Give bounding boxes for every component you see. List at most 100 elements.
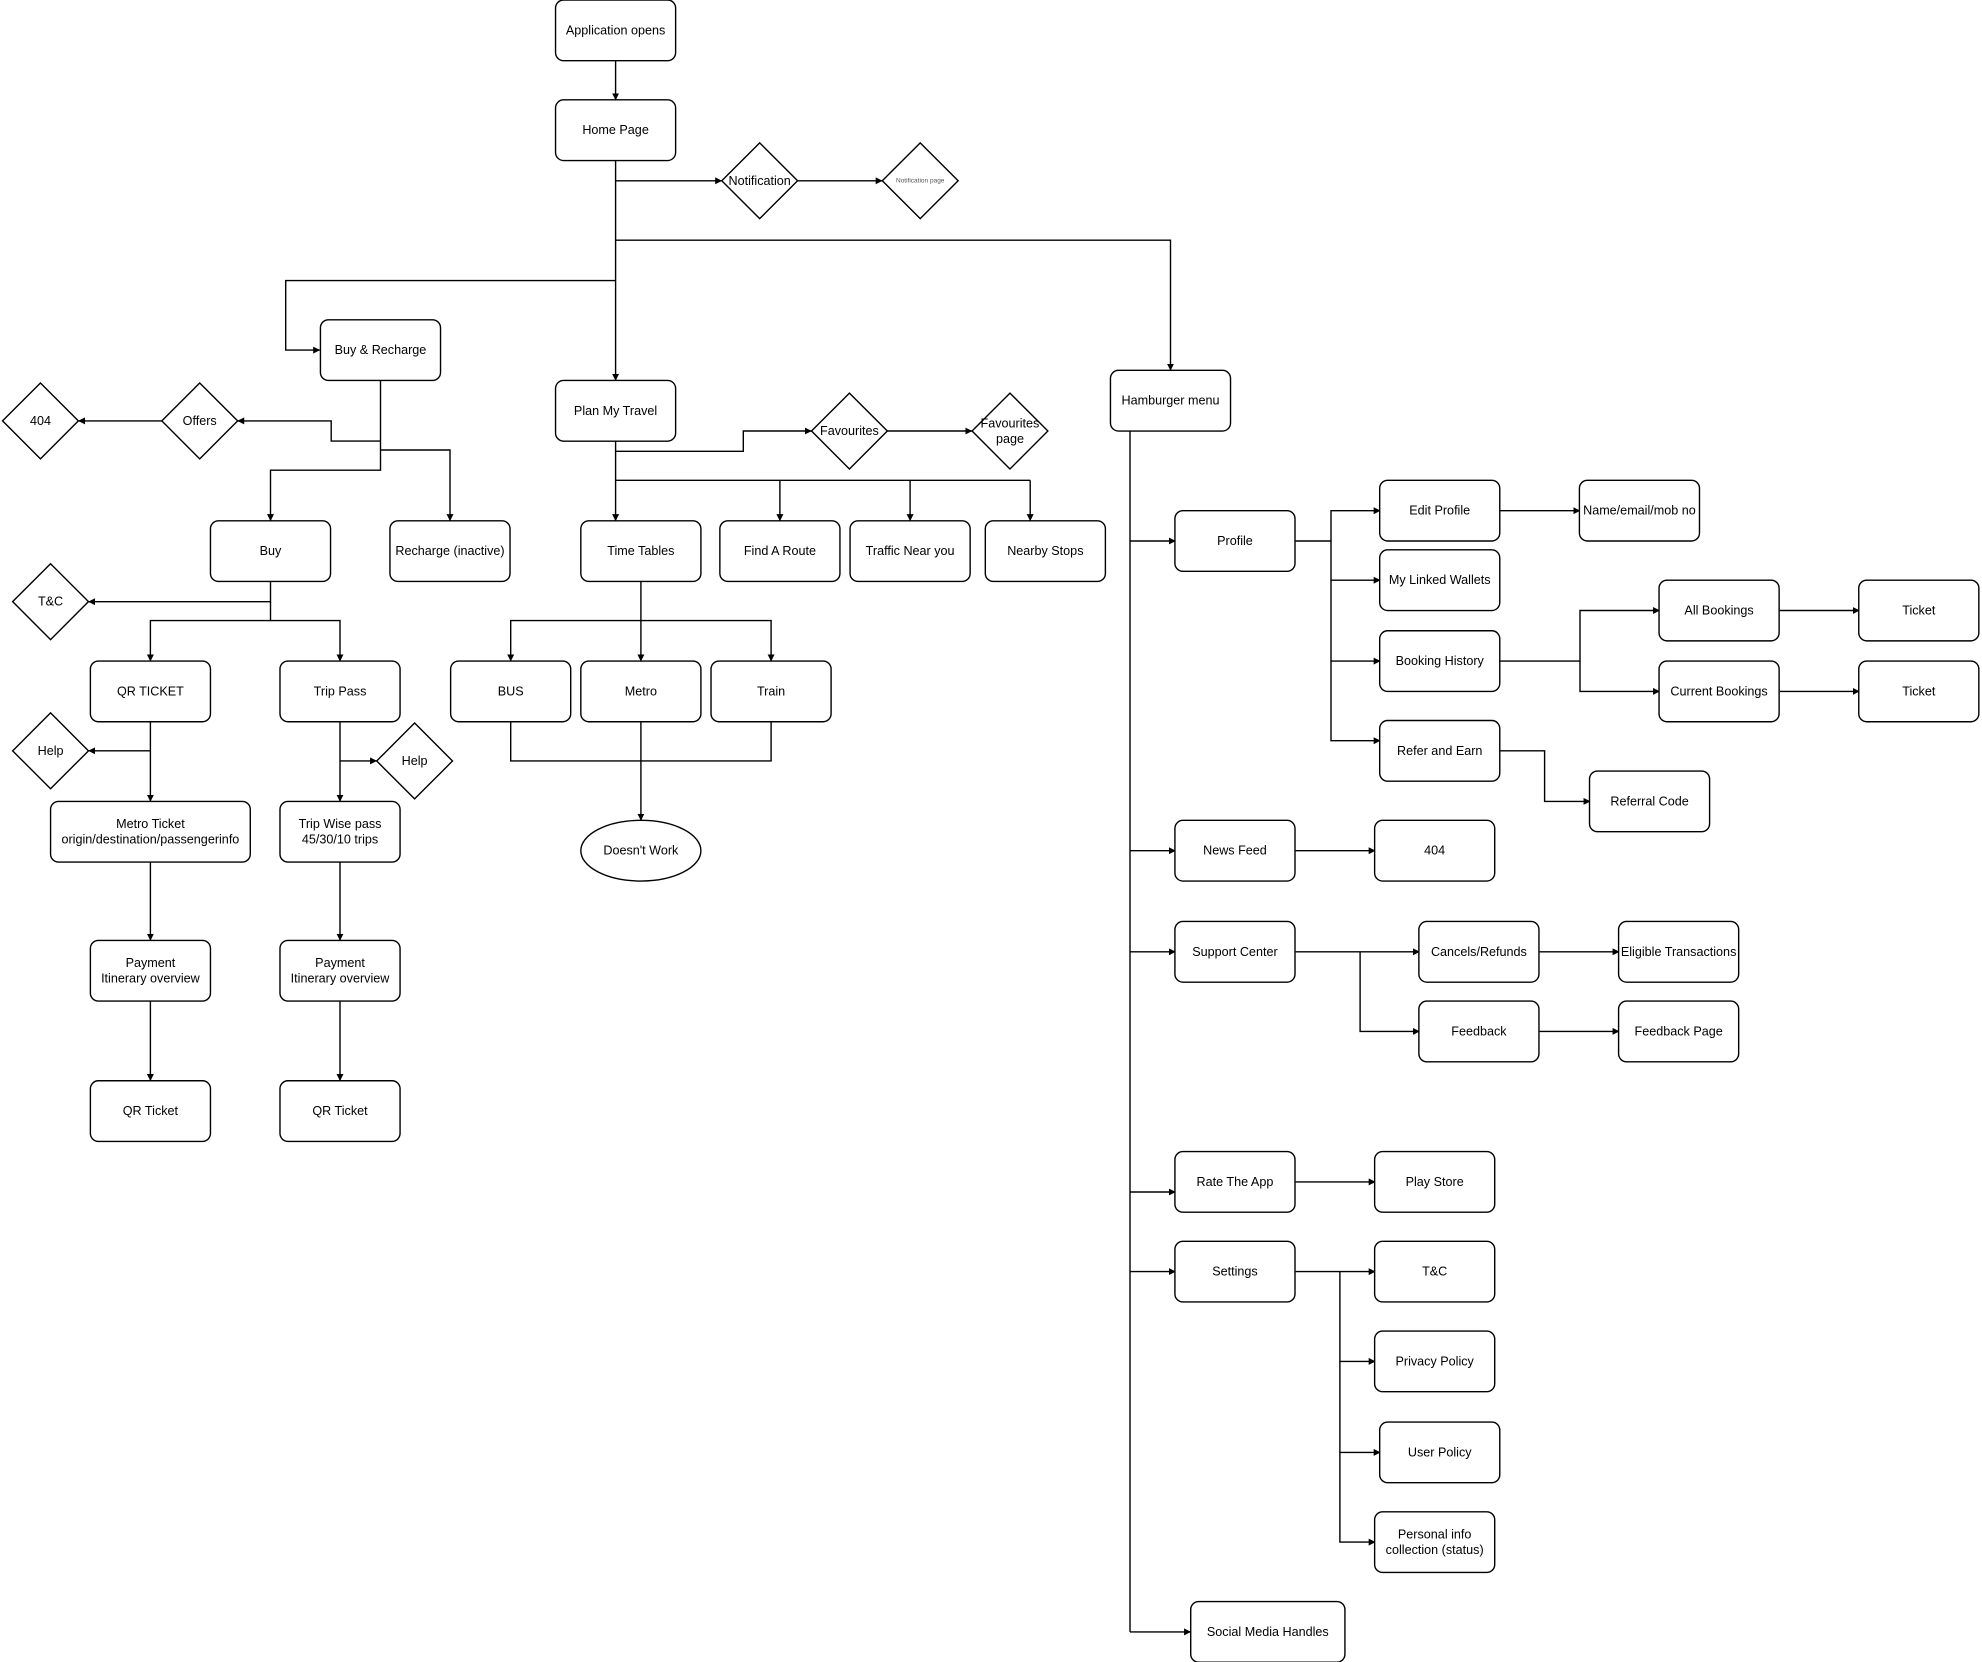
node-shape	[554, 379, 677, 442]
node-feedback-page: Feedback Page	[1617, 1000, 1740, 1063]
node-label: Current Bookings	[1670, 684, 1767, 698]
node-shape	[1418, 1000, 1540, 1063]
node-shape	[89, 660, 212, 723]
node-shape	[279, 939, 401, 1002]
node-help-right: Help	[375, 722, 454, 800]
node-notification-page: Notification page	[881, 141, 960, 220]
node-shape	[1588, 770, 1711, 833]
node-support-center: Support Center	[1174, 920, 1296, 983]
node-label: T&C	[38, 595, 63, 609]
node-qr-ticket-upper: QR TICKET	[89, 660, 212, 723]
node-label: Itinerary overview	[101, 972, 201, 986]
node-offers-404: 404	[1, 382, 80, 460]
node-label: collection (status)	[1386, 1543, 1484, 1557]
node-shape	[389, 520, 511, 583]
node-shape	[1378, 549, 1501, 612]
node-label: Play Store	[1406, 1175, 1464, 1189]
connector-line	[615, 239, 1174, 371]
node-ticket-1: Ticket	[1858, 579, 1980, 642]
node-shape	[984, 520, 1107, 583]
node-shape	[279, 800, 401, 863]
connector-line	[380, 449, 454, 522]
node-shape	[11, 711, 90, 790]
node-shape	[1617, 1000, 1740, 1063]
node-shape	[1174, 1150, 1296, 1213]
node-privacy-policy: Privacy Policy	[1373, 1330, 1496, 1393]
node-buy: Buy	[209, 520, 332, 583]
node-shape	[1617, 920, 1740, 983]
node-shape	[971, 392, 1049, 470]
node-label: Payment	[126, 956, 176, 970]
node-label: Favourites	[981, 416, 1040, 430]
node-label: 404	[1424, 844, 1445, 858]
node-qr-ticket-right: QR Ticket	[279, 1080, 401, 1143]
node-label: Hamburger menu	[1121, 394, 1219, 408]
connector-line	[1339, 1271, 1376, 1365]
node-shape	[554, 0, 677, 62]
node-label: Name/email/mob no	[1583, 504, 1696, 518]
node-shape	[554, 99, 677, 162]
node-shape	[49, 800, 251, 863]
node-label: Application opens	[566, 23, 665, 37]
node-shape	[810, 392, 889, 470]
connector-line	[1359, 951, 1420, 1035]
node-find-a-route: Find A Route	[719, 520, 841, 583]
node-edit-profile: Edit Profile	[1378, 479, 1501, 542]
node-label: Offers	[183, 414, 217, 428]
node-shape	[11, 562, 90, 641]
node-doesnt-work: Doesn't Work	[580, 819, 702, 882]
node-label: origin/destination/passengerinfo	[61, 832, 239, 846]
node-label: Metro	[625, 684, 657, 698]
node-label: Nearby Stops	[1007, 544, 1083, 558]
node-label: Train	[757, 684, 785, 698]
node-qr-ticket-left: QR Ticket	[89, 1080, 212, 1143]
node-label: Feedback Page	[1635, 1024, 1723, 1038]
node-favourites: Favourites	[810, 392, 889, 470]
node-recharge-inactive: Recharge (inactive)	[389, 520, 511, 583]
connector-line	[1330, 580, 1381, 665]
node-label: Notification page	[896, 177, 945, 184]
node-label: Trip Pass	[314, 684, 367, 698]
node-shape	[881, 141, 960, 220]
node-metro-ticket: Metro Ticketorigin/destination/passenger…	[49, 800, 251, 863]
node-label: Home Page	[582, 123, 649, 137]
node-trip-pass: Trip Pass	[279, 660, 401, 723]
node-app-opens: Application opens	[554, 0, 677, 62]
node-shape	[89, 1080, 212, 1143]
node-buy-recharge: Buy & Recharge	[319, 319, 442, 382]
node-label: Privacy Policy	[1395, 1354, 1474, 1368]
node-label: My Linked Wallets	[1389, 573, 1491, 587]
node-label: Settings	[1212, 1265, 1258, 1279]
node-bus: BUS	[449, 660, 572, 723]
node-shape	[319, 319, 442, 382]
node-shape	[1109, 369, 1232, 432]
node-label: 45/30/10 trips	[302, 832, 378, 846]
node-home-page: Home Page	[554, 99, 677, 162]
node-traffic-near-you: Traffic Near you	[849, 520, 971, 583]
node-shape	[209, 520, 332, 583]
node-metro: Metro	[580, 660, 702, 723]
node-settings-tc: T&C	[1373, 1240, 1496, 1303]
node-shape	[1418, 920, 1540, 983]
node-shape	[1373, 1330, 1496, 1393]
node-label: Buy & Recharge	[335, 343, 427, 357]
node-label: 404	[30, 414, 51, 428]
node-label: User Policy	[1408, 1445, 1472, 1459]
node-label: Ticket	[1902, 604, 1936, 618]
connector-line	[237, 417, 381, 442]
node-label: Buy	[260, 544, 282, 558]
node-shape	[1373, 1150, 1496, 1213]
node-label: Doesn't Work	[603, 844, 679, 858]
node-shape	[1174, 920, 1296, 983]
node-label: Payment	[315, 956, 365, 970]
node-rate-the-app: Rate The App	[1174, 1150, 1296, 1213]
node-shape	[580, 520, 702, 583]
node-news-404: 404	[1373, 819, 1496, 882]
node-label: Rate The App	[1197, 1175, 1274, 1189]
node-label: Eligible Transactions	[1621, 945, 1737, 959]
node-hamburger-menu: Hamburger menu	[1109, 369, 1232, 432]
node-nearby-stops: Nearby Stops	[984, 520, 1107, 583]
node-label: Find A Route	[744, 544, 816, 558]
